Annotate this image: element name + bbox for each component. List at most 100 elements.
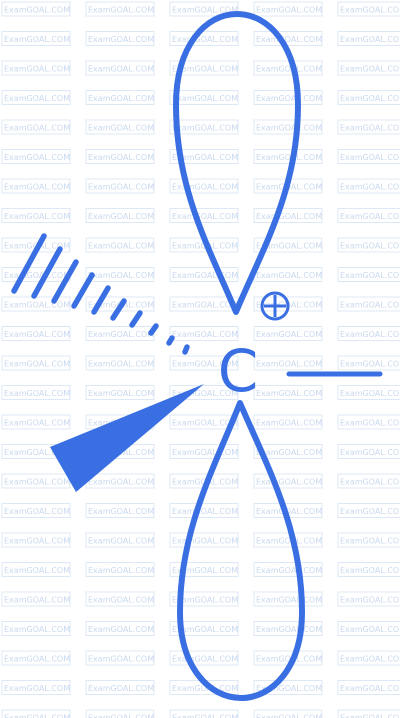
watermark-box <box>1 326 71 341</box>
watermark-text: ExamGOAL.COM <box>172 153 238 162</box>
watermark-box <box>253 709 323 718</box>
watermark-box <box>337 60 400 76</box>
watermark-text: ExamGOAL.COM <box>256 124 322 133</box>
watermark-text: ExamGOAL.COM <box>4 655 70 664</box>
watermark-box <box>1 562 71 577</box>
watermark-text: ExamGOAL.COM <box>256 389 322 398</box>
watermark-box <box>169 60 239 76</box>
watermark-box <box>1 1 71 17</box>
watermark-box <box>169 208 239 223</box>
watermark-box <box>337 591 400 607</box>
watermark-text: ExamGOAL.COM <box>88 94 154 103</box>
carbon-atom-label: C <box>218 337 259 405</box>
watermark-box <box>253 562 323 577</box>
watermark-box <box>169 591 239 607</box>
watermark-box <box>337 562 400 577</box>
watermark-text: ExamGOAL.COM <box>256 35 322 44</box>
watermark-box <box>337 237 400 253</box>
watermark-text: ExamGOAL.COM <box>4 537 70 546</box>
watermark-text: ExamGOAL.COM <box>172 655 238 664</box>
watermark-box <box>85 650 155 666</box>
watermark-box <box>169 267 239 282</box>
watermark-text: ExamGOAL.COM <box>4 330 70 339</box>
solid-wedge-bond <box>50 384 204 492</box>
watermark-box <box>253 621 323 636</box>
watermark-box <box>253 208 323 223</box>
watermark-text: ExamGOAL.COM <box>172 389 238 398</box>
watermark-box <box>253 60 323 76</box>
watermark-box <box>337 385 400 400</box>
watermark-text: ExamGOAL.COM <box>340 478 400 487</box>
watermark-text: ExamGOAL.COM <box>4 124 70 133</box>
watermark-box <box>253 90 323 105</box>
watermark-text: ExamGOAL.COM <box>172 684 238 693</box>
watermark-text: ExamGOAL.COM <box>88 655 154 664</box>
watermark-box <box>85 237 155 253</box>
watermark-box <box>85 149 155 164</box>
watermark-box <box>169 444 239 459</box>
watermark-box <box>85 178 155 194</box>
watermark-box <box>1 650 71 666</box>
watermark-text: ExamGOAL.COM <box>88 124 154 133</box>
watermark-text: ExamGOAL.COM <box>4 684 70 693</box>
watermark-text: ExamGOAL.COM <box>256 330 322 339</box>
watermark-box <box>85 385 155 400</box>
watermark-box <box>253 355 323 371</box>
watermark-box <box>337 473 400 489</box>
watermark-box <box>253 237 323 253</box>
watermark-box <box>85 532 155 548</box>
watermark-box <box>1 119 71 135</box>
watermark-box <box>337 444 400 459</box>
watermark-box <box>1 149 71 164</box>
watermark-text: ExamGOAL.COM <box>340 35 400 44</box>
watermark-text: ExamGOAL.COM <box>4 271 70 280</box>
watermark-text: ExamGOAL.COM <box>172 271 238 280</box>
watermark-box <box>169 326 239 341</box>
watermark-text: ExamGOAL.COM <box>172 183 238 192</box>
watermark-text: ExamGOAL.COM <box>172 714 238 718</box>
watermark-text: ExamGOAL.COM <box>340 183 400 192</box>
watermark-box <box>337 680 400 695</box>
watermark-box <box>253 385 323 400</box>
watermark-text: ExamGOAL.COM <box>340 566 400 575</box>
watermark-box <box>337 1 400 17</box>
watermark-text: ExamGOAL.COM <box>88 153 154 162</box>
watermark-box <box>169 178 239 194</box>
watermark-box <box>253 444 323 459</box>
watermark-box <box>85 267 155 282</box>
watermark-text: ExamGOAL.COM <box>340 212 400 221</box>
watermark-text: ExamGOAL.COM <box>4 389 70 398</box>
hashed-wedge-bond <box>11 233 190 355</box>
watermark-box <box>337 709 400 718</box>
watermark-text: ExamGOAL.COM <box>88 596 154 605</box>
watermark-text: ExamGOAL.COM <box>340 301 400 310</box>
watermark-box <box>169 503 239 518</box>
watermark-box <box>85 60 155 76</box>
watermark-box <box>337 621 400 636</box>
watermark-text: ExamGOAL.COM <box>88 271 154 280</box>
watermark-box <box>337 355 400 371</box>
watermark-box <box>253 119 323 135</box>
watermark-text: ExamGOAL.COM <box>256 566 322 575</box>
watermark-text: ExamGOAL.COM <box>4 478 70 487</box>
watermark-text: ExamGOAL.COM <box>340 65 400 74</box>
watermark-text: ExamGOAL.COM <box>256 153 322 162</box>
watermark-box <box>1 503 71 518</box>
watermark-box <box>169 385 239 400</box>
watermark-text: ExamGOAL.COM <box>172 94 238 103</box>
watermark-text: ExamGOAL.COM <box>256 537 322 546</box>
watermark-box <box>337 90 400 105</box>
watermark-text: ExamGOAL.COM <box>172 625 238 634</box>
watermark-text: ExamGOAL.COM <box>340 448 400 457</box>
watermark-box <box>253 680 323 695</box>
watermark-box <box>169 355 239 371</box>
watermark-text: ExamGOAL.COM <box>4 212 70 221</box>
watermark-text: ExamGOAL.COM <box>88 360 154 369</box>
watermark-text: ExamGOAL.COM <box>340 242 400 251</box>
watermark-box <box>253 149 323 164</box>
watermark-box <box>85 31 155 46</box>
watermark-box <box>337 326 400 341</box>
watermark-text: ExamGOAL.COM <box>340 419 400 428</box>
watermark-text: ExamGOAL.COM <box>256 448 322 457</box>
watermark-text: ExamGOAL.COM <box>88 507 154 516</box>
